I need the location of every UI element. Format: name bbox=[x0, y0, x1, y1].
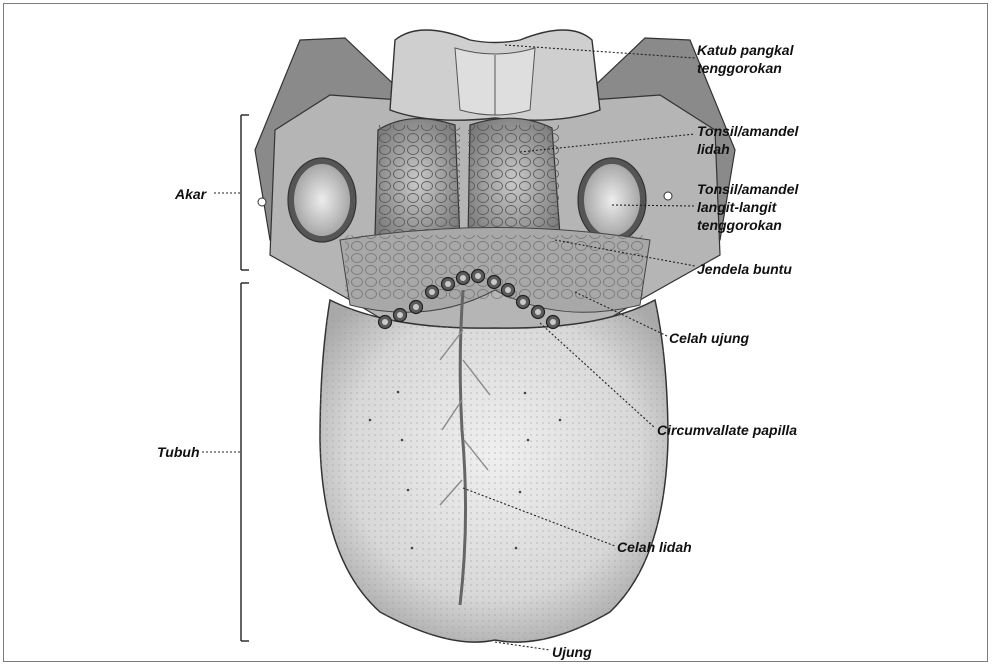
label-akar: Akar bbox=[175, 185, 206, 203]
label-celah-ujung: Celah ujung bbox=[669, 329, 749, 347]
label-circumvallate: Circumvallate papilla bbox=[657, 421, 797, 439]
label-ujung: Ujung bbox=[552, 643, 592, 661]
body-bracket bbox=[241, 283, 249, 641]
label-tonsil-lidah: Tonsil/amandel lidah bbox=[697, 122, 798, 158]
label-katub: Katub pangkal tenggorokan bbox=[697, 41, 793, 77]
label-jendela: Jendela buntu bbox=[697, 260, 792, 278]
label-celah-lidah: Celah lidah bbox=[617, 538, 692, 556]
root-bracket bbox=[241, 115, 249, 270]
leader-ujung bbox=[495, 642, 550, 650]
label-tubuh: Tubuh bbox=[157, 443, 200, 461]
label-tonsil-langit: Tonsil/amandel langit-langit tenggorokan bbox=[697, 180, 798, 234]
